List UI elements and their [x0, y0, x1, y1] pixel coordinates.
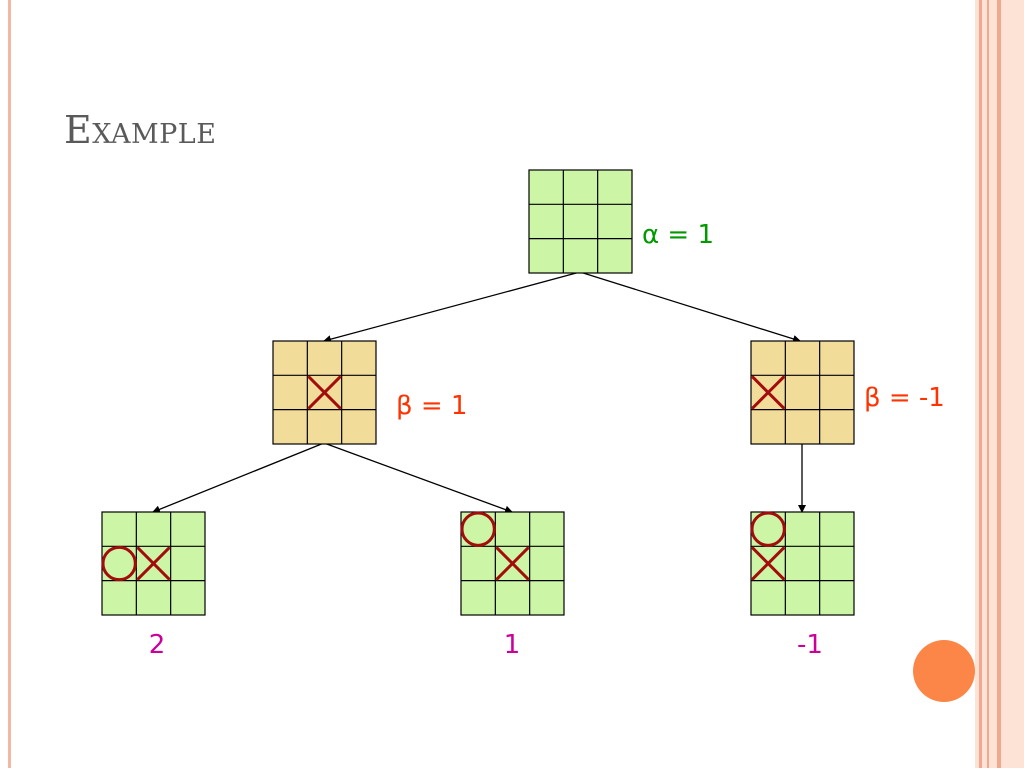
x-stroke — [750, 546, 786, 581]
x-stroke — [136, 546, 171, 581]
beta-left-label: β = 1 — [396, 391, 467, 421]
x-mark — [307, 375, 342, 410]
board-leaf3 — [750, 511, 855, 616]
board-left — [272, 340, 377, 445]
o-mark — [750, 511, 786, 547]
edge-root-left — [323, 271, 581, 344]
x-mark — [136, 546, 171, 581]
leaf3-value: -1 — [797, 630, 823, 660]
o-mark — [101, 545, 137, 582]
decorative-orange-circle — [913, 640, 975, 702]
x-stroke — [495, 546, 530, 581]
board-leaf1 — [101, 511, 206, 616]
board-root — [528, 169, 633, 274]
beta-right-label: β = -1 — [864, 383, 945, 413]
board-background — [528, 169, 633, 274]
right-frame-band — [975, 0, 1024, 768]
board-leaf2 — [460, 511, 565, 616]
x-mark — [750, 375, 786, 410]
leaf1-value: 2 — [149, 630, 166, 660]
x-mark — [495, 546, 530, 581]
alpha-label: α = 1 — [642, 220, 714, 250]
x-mark — [750, 546, 786, 581]
left-frame-line — [8, 0, 11, 768]
edge-left-leaf2 — [323, 442, 513, 514]
edge-root-right — [579, 271, 801, 343]
edge-left-leaf1 — [152, 442, 325, 514]
o-mark — [460, 511, 496, 547]
leaf2-value: 1 — [504, 630, 521, 660]
board-right — [750, 340, 855, 445]
slide-title: Example — [64, 108, 217, 152]
x-stroke — [750, 375, 786, 410]
x-stroke — [307, 375, 342, 410]
